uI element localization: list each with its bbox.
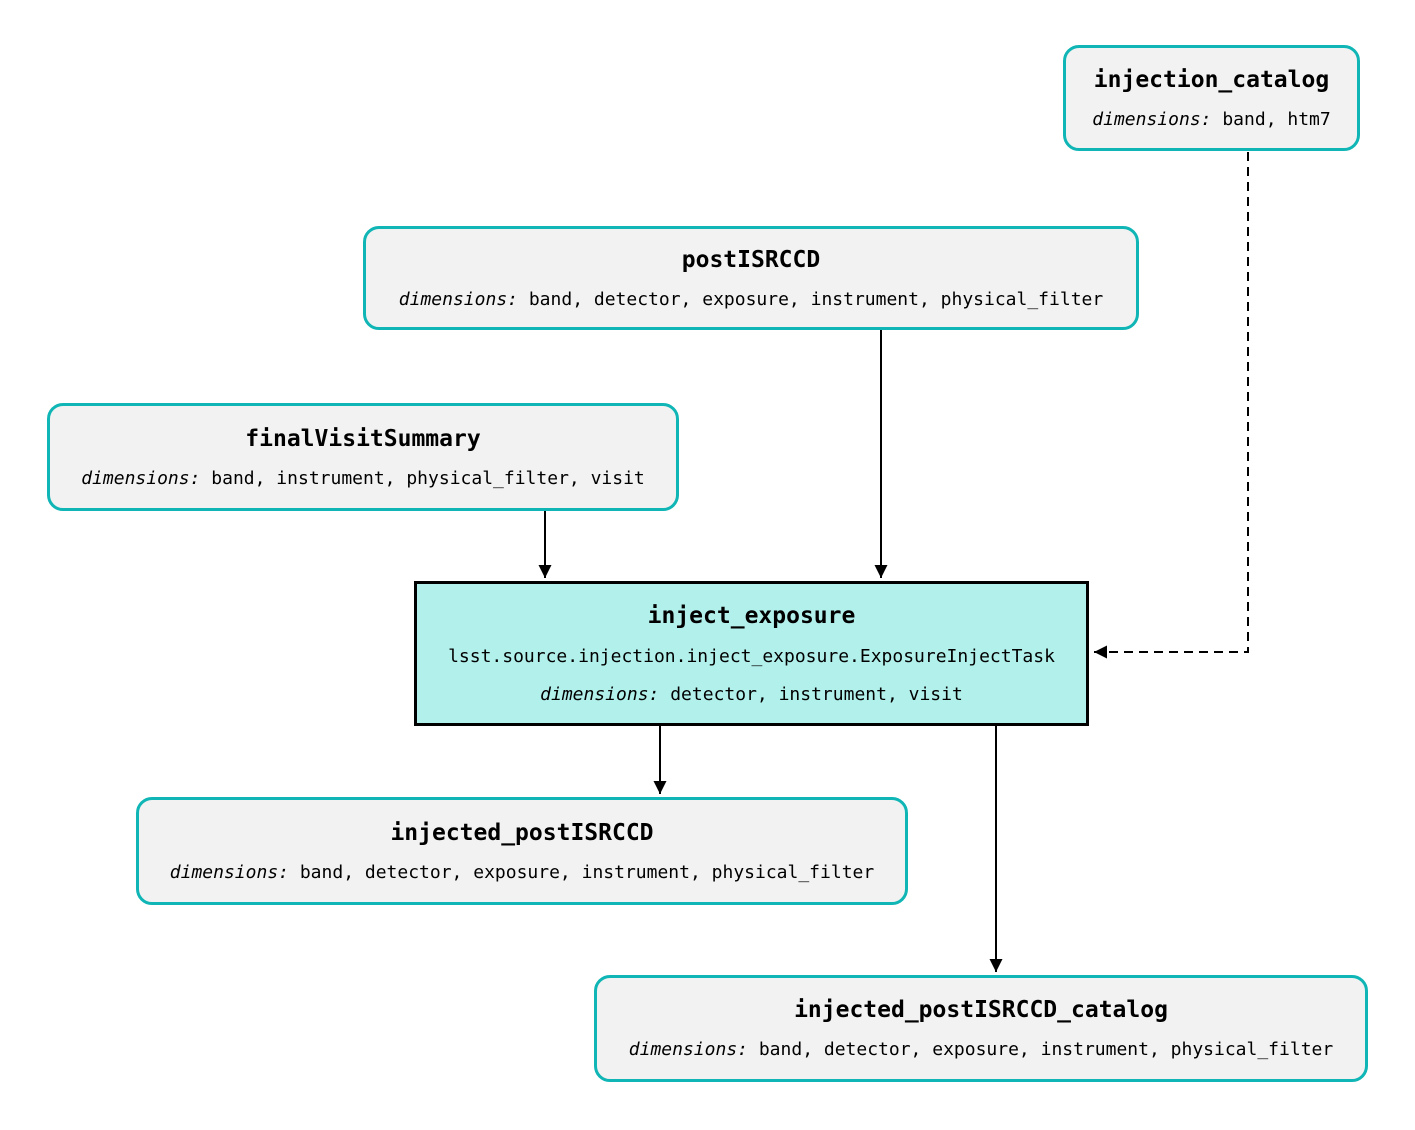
dimensions-values: band, detector, exposure, instrument, ph… (528, 288, 1104, 310)
dimensions-label: dimensions: (540, 683, 660, 705)
node-title: postISRCCD (681, 246, 821, 273)
node-title: finalVisitSummary (245, 425, 481, 452)
dimensions-label: dimensions: (628, 1039, 748, 1060)
node-inject-exposure-task: inject_exposure lsst.source.injection.in… (414, 581, 1089, 726)
dimensions-values: band, instrument, physical_filter, visit (211, 467, 645, 489)
node-title: injected_postISRCCD_catalog (794, 997, 1168, 1023)
node-postisrccd: postISRCCD dimensions: band, detector, e… (363, 226, 1139, 330)
node-dimensions: dimensions: band, detector, exposure, in… (170, 861, 874, 885)
dimensions-label: dimensions: (81, 467, 201, 489)
node-title: injection_catalog (1093, 66, 1330, 93)
node-finalvisitsummary: finalVisitSummary dimensions: band, inst… (47, 403, 679, 511)
dimensions-values: band, htm7 (1222, 108, 1331, 130)
dimensions-values: detector, instrument, visit (670, 683, 963, 705)
node-dimensions: dimensions: band, instrument, physical_f… (81, 467, 645, 491)
node-title: injected_postISRCCD (390, 819, 654, 846)
node-dimensions: dimensions: band, htm7 (1092, 108, 1330, 132)
node-injected-postisrccd-catalog: injected_postISRCCD_catalog dimensions: … (594, 975, 1368, 1082)
dimensions-label: dimensions: (398, 288, 518, 310)
node-injected-postisrccd: injected_postISRCCD dimensions: band, de… (136, 797, 908, 905)
task-class-path: lsst.source.injection.inject_exposure.Ex… (448, 645, 1055, 667)
node-dimensions: dimensions: band, detector, exposure, in… (629, 1038, 1333, 1062)
dimensions-label: dimensions: (1092, 108, 1212, 130)
node-dimensions: dimensions: detector, instrument, visit (540, 683, 963, 707)
node-dimensions: dimensions: band, detector, exposure, in… (399, 288, 1103, 312)
node-injection-catalog: injection_catalog dimensions: band, htm7 (1063, 45, 1360, 151)
dimensions-values: band, detector, exposure, instrument, ph… (299, 861, 875, 883)
node-title: inject_exposure (647, 602, 856, 629)
dimensions-values: band, detector, exposure, instrument, ph… (758, 1039, 1334, 1060)
dimensions-label: dimensions: (169, 861, 289, 883)
